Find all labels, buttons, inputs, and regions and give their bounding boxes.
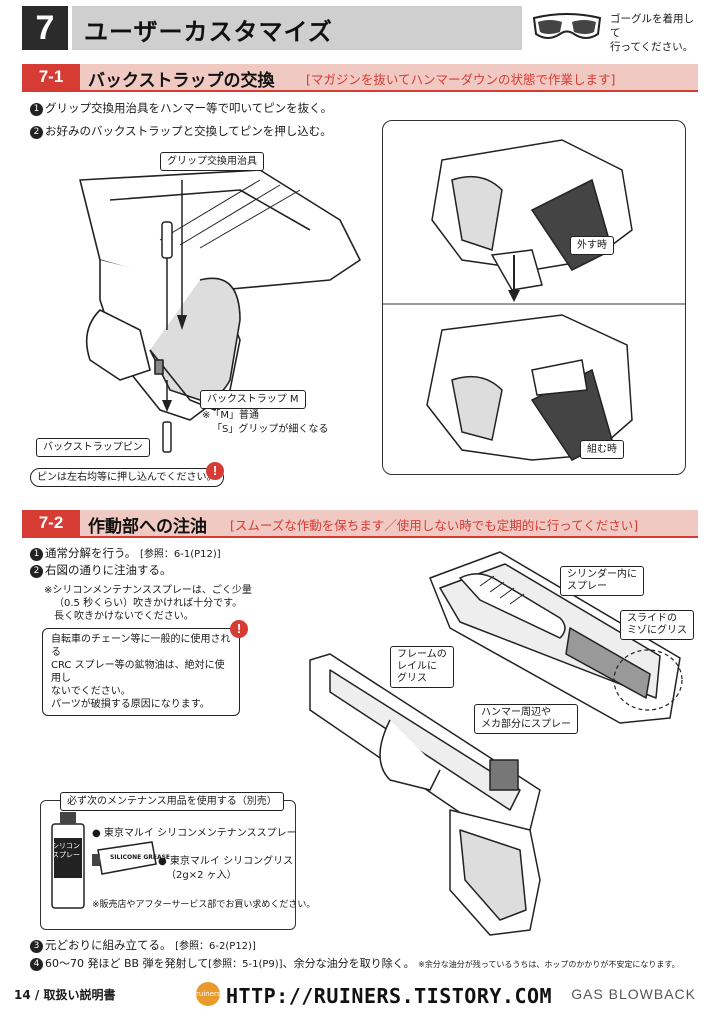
can-label: シリコンスプレー xyxy=(52,842,80,859)
remove-assemble-frame xyxy=(382,120,686,475)
page-footer: 14 / 取扱い説明書 xyxy=(14,988,116,1002)
oil-warning: 自転車のチェーン等に一般的に使用される CRC スプレー等の鉱物油は、絶対に使用… xyxy=(42,628,240,716)
chapter-title-bar: ユーザーカスタマイズ xyxy=(72,6,522,50)
section-note: [スムーズな作動を保ちます／使用しない時でも定期的に行ってください] xyxy=(230,518,639,533)
supply-spray: ● 東京マルイ シリコンメンテナンススプレー xyxy=(92,828,297,839)
brand-label: GAS BLOWBACK xyxy=(571,986,696,1002)
label-pin: バックストラップピン xyxy=(36,438,150,457)
section-title: 作動部への注油 xyxy=(88,517,207,537)
frame-illustration xyxy=(309,653,541,936)
grease-tube-icon xyxy=(92,841,157,875)
backstrap-note-m: ※「M」普通 xyxy=(202,410,260,421)
section-note: [マガジンを抜いてハンマーダウンの状態で作業します] xyxy=(306,72,616,87)
section-title: バックストラップの交換 xyxy=(88,71,275,91)
supplies-title: 必ず次のメンテナンス用品を使用する（別売） xyxy=(60,792,284,811)
label-slide: スライドのミゾにグリス xyxy=(620,610,694,640)
label-backstrap: バックストラップ M xyxy=(200,390,306,409)
tube-label: SILICONE GREASE xyxy=(110,854,171,861)
slide-illustration xyxy=(429,551,683,724)
spray-can-icon xyxy=(51,812,85,909)
warning-icon: ! xyxy=(206,462,224,480)
label-assemble: 組む時 xyxy=(580,440,624,459)
section-rule xyxy=(22,90,698,92)
section-number: 7-1 xyxy=(22,64,80,90)
label-frame-rail: フレームのレイルにグリス xyxy=(390,646,454,688)
warning-icon: ! xyxy=(230,620,248,638)
backstrap-note-s: 「S」グリップが細くなる xyxy=(212,424,329,435)
label-remove: 外す時 xyxy=(570,236,614,255)
section-number: 7-2 xyxy=(22,510,80,536)
label-hammer: ハンマー周辺やメカ部分にスプレー xyxy=(474,704,578,734)
supply-grease: ● 東京マルイ シリコングリス xyxy=(158,856,294,867)
site-url[interactable]: HTTP://RUINERS.TISTORY.COM xyxy=(226,984,553,1008)
goggle-note: ゴーグルを着用して 行ってください。 xyxy=(610,13,694,53)
section-rule xyxy=(22,536,698,538)
supplies-note: ※販売店やアフターサービス部でお買い求めください。 xyxy=(92,900,316,910)
chapter-number: 7 xyxy=(22,6,68,50)
chapter-title: ユーザーカスタマイズ xyxy=(84,18,333,46)
label-tool: グリップ交換用治具 xyxy=(160,152,264,171)
spray-note: ※シリコンメンテナンススプレーは、ごく少量 （0.5 秒くらい）吹きかければ十分… xyxy=(44,585,252,622)
section-header-7-1: 7-1 バックストラップの交換 [マガジンを抜いてハンマーダウンの状態で作業しま… xyxy=(22,64,698,91)
supply-grease-qty: （2g×2 ヶ入） xyxy=(166,870,237,881)
site-logo: ruiners xyxy=(196,982,221,1006)
frame-divider xyxy=(382,139,686,461)
label-cylinder: シリンダー内にスプレー xyxy=(560,566,644,596)
pin-warning: ピンは左右均等に押し込んでください。 xyxy=(30,468,224,487)
section-header-7-2: 7-2 作動部への注油 [スムーズな作動を保ちます／使用しない時でも定期的に行っ… xyxy=(22,510,698,537)
chapter-header: 7 ユーザーカスタマイズ ゴーグルを着用して 行ってください。 xyxy=(22,6,700,53)
goggle-icon xyxy=(532,13,602,39)
